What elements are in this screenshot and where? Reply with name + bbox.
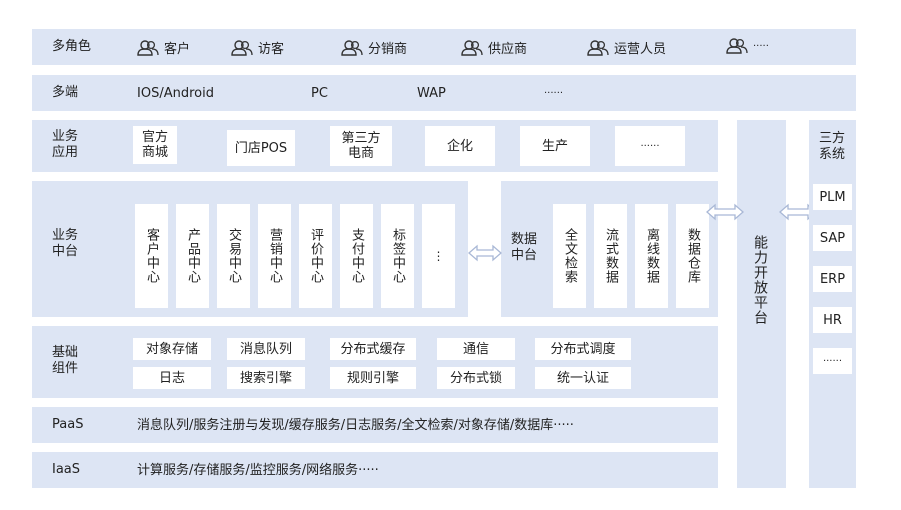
iaas-band [32, 452, 718, 488]
component-item: 消息队列 [227, 338, 305, 360]
data-center-label: 离线数据 [644, 228, 659, 284]
center-label: 标签中心 [390, 228, 405, 284]
role-label: 运营人员 [614, 42, 667, 57]
business-center: 支付中心 [340, 204, 373, 308]
double-arrow-icon [468, 244, 502, 262]
role-label: 供应商 [488, 42, 528, 57]
paas-services: 消息队列/服务注册与发现/缓存服务/日志服务/全文检索/对象存储/数据库····… [137, 418, 574, 433]
middle-label: 业务 中台 [52, 228, 79, 259]
client-ios-android: IOS/Android [137, 86, 214, 101]
iaas-services: 计算服务/存储服务/监控服务/网络服务····· [137, 463, 379, 478]
component-item: 搜索引擎 [227, 367, 305, 389]
client-pc: PC [311, 86, 328, 101]
third-party-system: SAP [813, 225, 852, 251]
iaas-label: IaaS [52, 462, 81, 477]
capability-platform-band [737, 120, 786, 488]
role-item: ····· [726, 38, 769, 54]
center-label: 评价中心 [308, 228, 323, 284]
app-official-mall: 官方 商城 [133, 126, 177, 164]
center-label: 产品中心 [185, 228, 200, 284]
component-item: 规则引擎 [330, 367, 416, 389]
data-center: 流式数据 [594, 204, 627, 308]
business-center: 营销中心 [258, 204, 291, 308]
roles-band [32, 29, 856, 65]
component-item: 分布式锁 [437, 367, 515, 389]
third-party-system: ERP [813, 266, 852, 292]
data-center: 数据仓库 [676, 204, 709, 308]
users-icon [341, 39, 363, 56]
roles-label: 多角色 [52, 39, 92, 54]
center-label: 营销中心 [267, 228, 282, 284]
component-item: 通信 [437, 338, 515, 360]
third-party-system: PLM [813, 184, 852, 210]
client-wap: WAP [417, 86, 446, 101]
clients-band [32, 75, 856, 111]
role-item: 访客 [231, 38, 284, 57]
role-item: 客户 [137, 38, 190, 57]
users-icon [137, 39, 159, 56]
center-more: ⋮ [422, 204, 455, 308]
third-party-system: ······ [813, 348, 852, 374]
app-third-party-ecommerce: 第三方 电商 [330, 126, 392, 166]
third-party-band [809, 120, 856, 488]
app-production: 生产 [520, 126, 590, 166]
role-label: 访客 [258, 42, 285, 57]
role-item: 分销商 [341, 38, 407, 57]
business-center: 标签中心 [381, 204, 414, 308]
component-item: 分布式调度 [535, 338, 631, 360]
business-center: 交易中心 [217, 204, 250, 308]
business-center: 产品中心 [176, 204, 209, 308]
client-more: ······ [544, 88, 564, 99]
double-arrow-icon [706, 203, 744, 221]
app-enterprise: 企化 [425, 126, 495, 166]
business-center: 客户中心 [135, 204, 168, 308]
component-item: 对象存储 [133, 338, 211, 360]
component-item: 分布式缓存 [330, 338, 416, 360]
paas-band [32, 407, 718, 443]
capability-platform-label: 能力开放平台 [752, 235, 768, 325]
role-label: ····· [753, 40, 769, 52]
role-label: 分销商 [368, 42, 408, 57]
data-center-label: 数据仓库 [685, 228, 700, 284]
data-middle-label: 数据 中台 [511, 232, 538, 263]
data-center-label: 全文检索 [562, 228, 577, 284]
components-label: 基础 组件 [52, 345, 79, 376]
role-item: 运营人员 [587, 38, 666, 57]
data-center: 离线数据 [635, 204, 668, 308]
data-center: 全文检索 [553, 204, 586, 308]
users-icon [461, 39, 483, 56]
third-party-label: 三方 系统 [819, 131, 846, 162]
apps-label: 业务 应用 [52, 129, 79, 160]
app-more: ······ [615, 126, 685, 166]
third-party-system: HR [813, 307, 852, 333]
clients-label: 多端 [52, 85, 79, 100]
data-center-label: 流式数据 [603, 228, 618, 284]
center-label: 客户中心 [144, 228, 159, 284]
app-store-pos: 门店POS [227, 130, 295, 166]
role-item: 供应商 [461, 38, 527, 57]
center-label: 支付中心 [349, 228, 364, 284]
center-label: 交易中心 [226, 228, 241, 284]
users-icon [231, 39, 253, 56]
users-icon [587, 39, 609, 56]
center-label: ⋮ [432, 248, 445, 263]
business-center: 评价中心 [299, 204, 332, 308]
role-label: 客户 [164, 42, 191, 57]
paas-label: PaaS [52, 417, 84, 432]
component-item: 统一认证 [535, 367, 631, 389]
users-icon [726, 38, 748, 54]
component-item: 日志 [133, 367, 211, 389]
